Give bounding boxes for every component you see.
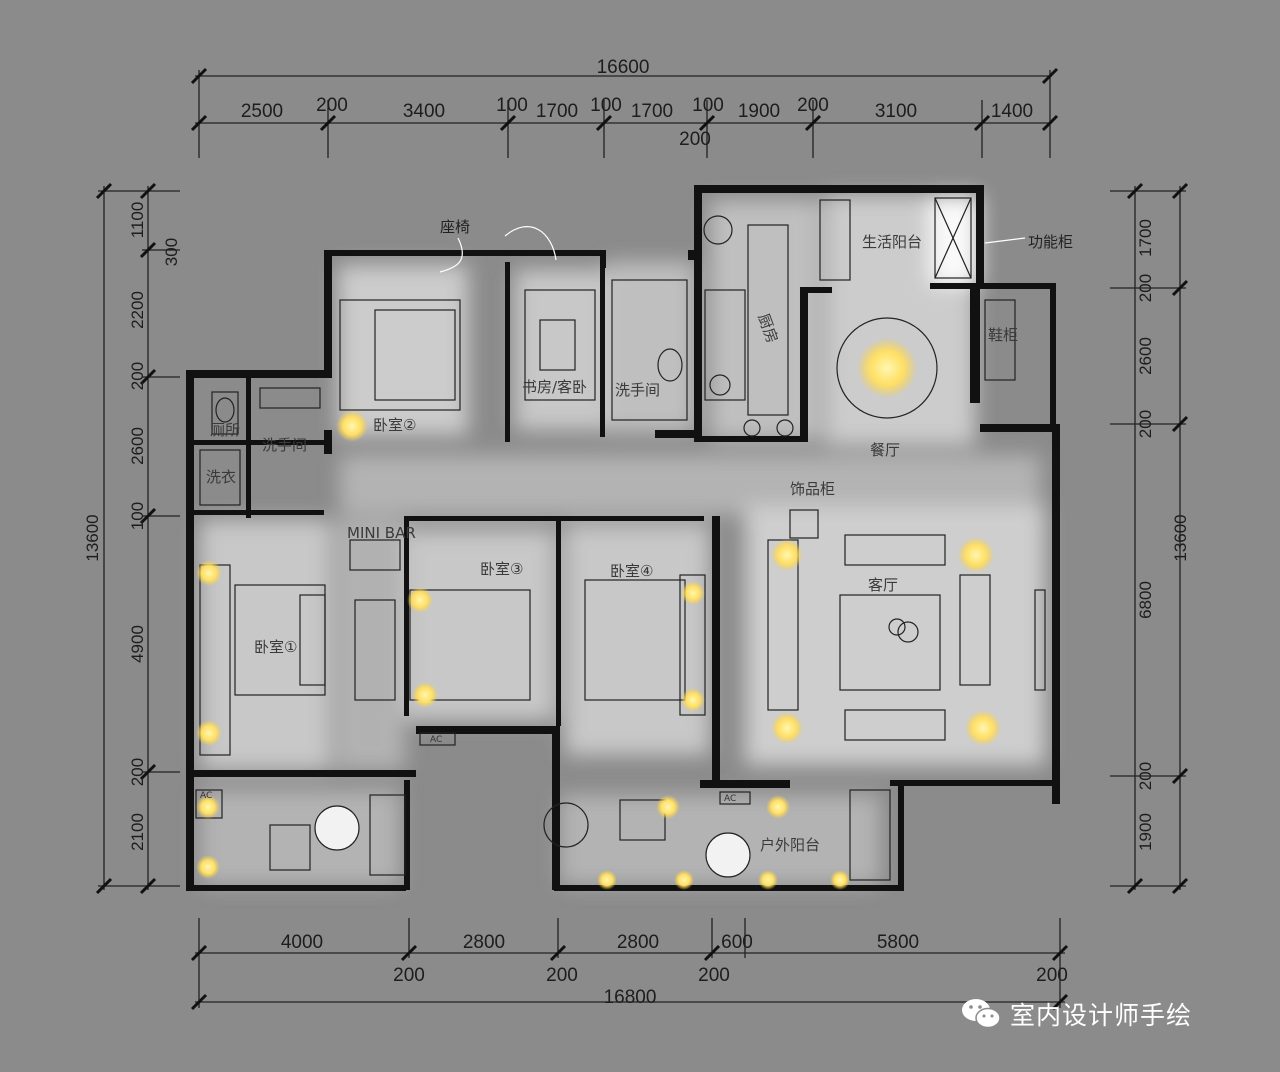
dim-top: 1900 xyxy=(738,101,780,122)
note-utility: 功能柜 xyxy=(1028,233,1073,251)
label-laundry: 洗衣 xyxy=(206,468,236,486)
ac-label: AC xyxy=(200,791,212,801)
dim-top: 200 xyxy=(797,95,829,116)
dim-bottom: 2800 xyxy=(617,932,659,953)
dim-top: 3400 xyxy=(403,101,445,122)
dim-top: 100 xyxy=(590,95,622,116)
dim-bottom: 2800 xyxy=(463,932,505,953)
dim-top: 1700 xyxy=(536,101,578,122)
label-dining: 餐厅 xyxy=(870,441,900,459)
note-seat: 座椅 xyxy=(440,218,470,236)
light-fixtures xyxy=(196,338,1001,890)
dim-bottom-sub: 200 xyxy=(698,965,730,986)
dim-right-total: 13600 xyxy=(1171,514,1190,561)
left-dimension-text: 1100 300 2200 200 2600 100 4900 200 2100… xyxy=(83,202,181,851)
label-bedroom1: 卧室① xyxy=(254,638,297,656)
dim-top: 100 xyxy=(692,95,724,116)
dim-bottom-sub: 200 xyxy=(546,965,578,986)
dimension-lines xyxy=(98,70,1186,1008)
label-shoe-cabinet: 鞋柜 xyxy=(988,326,1018,344)
label-study: 书房/客卧 xyxy=(522,378,587,396)
watermark-text: 室内设计师手绘 xyxy=(1010,1001,1193,1030)
ac-label: AC xyxy=(430,735,442,745)
top-dimension-text: 16600 2500 200 3400 100 1700 100 1700 10… xyxy=(241,57,1033,150)
right-dimension-text: 1700 200 2600 200 6800 200 1900 13600 xyxy=(1136,219,1190,851)
label-wash: 洗手间 xyxy=(262,436,307,454)
note-seat-arrow xyxy=(439,237,463,273)
ac-labels: AC AC AC xyxy=(200,735,736,804)
walls xyxy=(186,185,1060,891)
label-outdoor-balcony: 户外阳台 xyxy=(760,836,820,854)
label-mini-bar: MINI BAR xyxy=(347,524,416,542)
dim-right: 1700 xyxy=(1136,219,1155,257)
dim-top: 3100 xyxy=(875,101,917,122)
dim-left: 200 xyxy=(128,362,147,390)
dimension-ticks xyxy=(95,67,1189,1011)
dim-right: 200 xyxy=(1136,762,1155,790)
watermark: 室内设计师手绘 xyxy=(960,996,1192,1032)
dim-left: 100 xyxy=(128,502,147,530)
label-bathroom: 洗手间 xyxy=(615,381,660,399)
note-utility-leader xyxy=(984,237,1026,244)
dim-top: 1400 xyxy=(991,101,1033,122)
dim-left-total: 13600 xyxy=(83,514,102,561)
annotations: 座椅 功能柜 xyxy=(439,218,1073,273)
dim-right: 2600 xyxy=(1136,337,1155,375)
label-display-cabinet: 饰品柜 xyxy=(790,480,835,498)
dim-top: 1700 xyxy=(631,101,673,122)
dim-top-total: 16600 xyxy=(597,57,650,78)
dim-right: 200 xyxy=(1136,274,1155,302)
dim-bottom: 5800 xyxy=(877,932,919,953)
label-bedroom3: 卧室③ xyxy=(480,560,523,578)
label-service-balcony: 生活阳台 xyxy=(862,233,922,251)
dim-left: 2200 xyxy=(128,291,147,329)
dim-bottom: 4000 xyxy=(281,932,323,953)
dim-top: 2500 xyxy=(241,101,283,122)
note-seat-arrow-2 xyxy=(504,226,557,261)
ac-label: AC xyxy=(724,794,736,804)
dim-bottom-sub: 200 xyxy=(393,965,425,986)
dim-left: 4900 xyxy=(128,625,147,663)
dim-right: 6800 xyxy=(1136,581,1155,619)
dim-left: 2600 xyxy=(128,427,147,465)
label-living: 客厅 xyxy=(868,576,898,594)
wechat-icon xyxy=(962,999,1001,1029)
dim-bottom-total: 16800 xyxy=(604,987,657,1008)
label-bedroom2: 卧室② xyxy=(373,416,416,434)
dim-top-sub: 200 xyxy=(679,129,711,150)
dim-top: 100 xyxy=(496,95,528,116)
label-bedroom4: 卧室④ xyxy=(610,562,653,580)
bottom-dimension-text: 4000 2800 2800 600 5800 200 200 200 200 … xyxy=(281,932,1068,1008)
label-wc: 厕所 xyxy=(210,421,240,439)
dim-bottom: 600 xyxy=(721,932,753,953)
room-labels: 卧室② 书房/客卧 洗手间 厨房 餐厅 生活阳台 鞋柜 卧室① 卧室③ 卧室④ … xyxy=(206,233,1018,854)
dim-right: 1900 xyxy=(1136,813,1155,851)
dim-left: 200 xyxy=(128,758,147,786)
dim-left: 300 xyxy=(162,238,181,266)
dim-left: 2100 xyxy=(128,813,147,851)
dim-left: 1100 xyxy=(128,202,147,239)
dim-bottom-sub: 200 xyxy=(1036,965,1068,986)
dim-top: 200 xyxy=(316,95,348,116)
dim-right: 200 xyxy=(1136,410,1155,438)
